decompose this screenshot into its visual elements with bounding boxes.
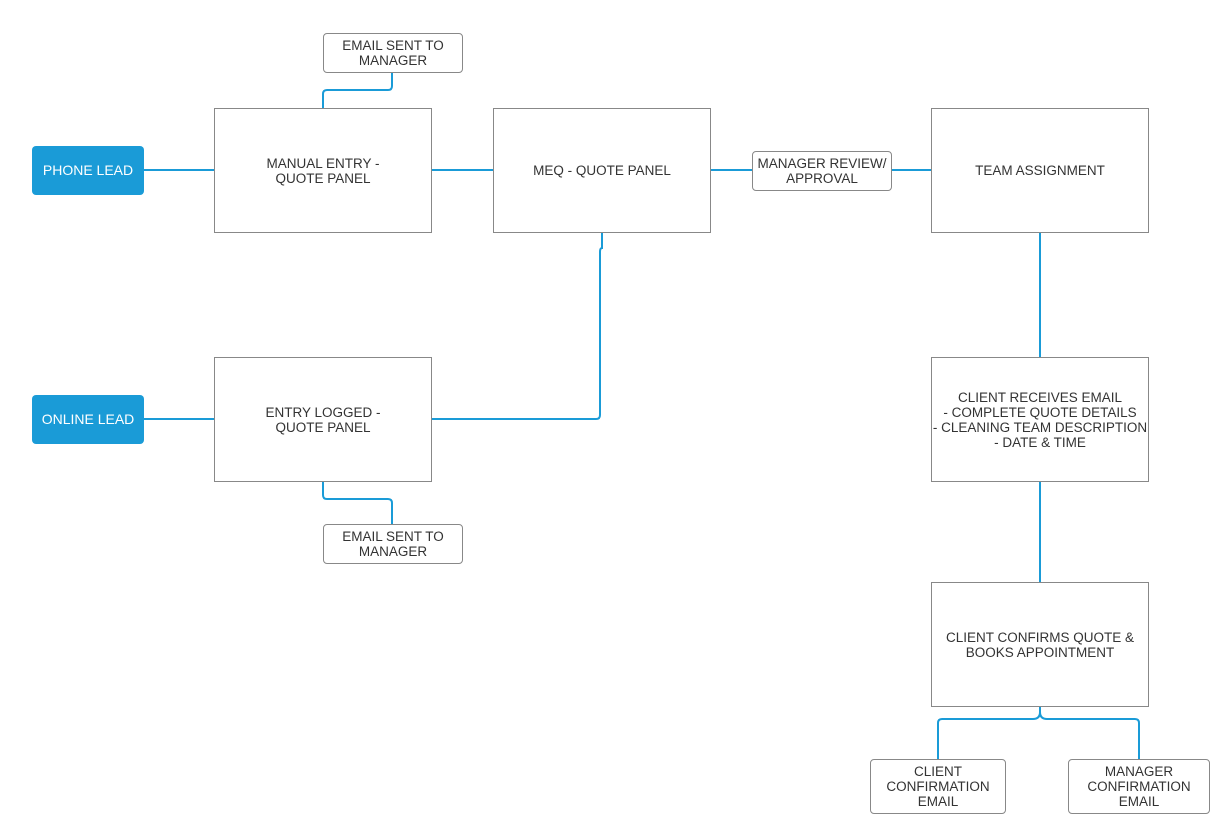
connector-entry-logged-to-email-bottom [322, 481, 393, 524]
online-lead-node[interactable]: ONLINE LEAD [32, 395, 144, 444]
connector-manual-to-email-top [322, 72, 393, 108]
client-confirmation-email-node[interactable]: CLIENT CONFIRMATION EMAIL [870, 759, 1006, 814]
connector-confirms-to-client-email [937, 706, 1041, 759]
manager-review-approval-node[interactable]: MANAGER REVIEW/ APPROVAL [752, 151, 892, 191]
meq-quote-panel-node[interactable]: MEQ - QUOTE PANEL [493, 108, 711, 233]
connector-confirms-to-manager-email [1039, 706, 1140, 759]
phone-lead-node[interactable]: PHONE LEAD [32, 146, 144, 195]
email-sent-to-manager-bottom-node[interactable]: EMAIL SENT TO MANAGER [323, 524, 463, 564]
entry-logged-quote-panel-node[interactable]: ENTRY LOGGED - QUOTE PANEL [214, 357, 432, 482]
connector-entry-logged-to-meq [431, 232, 603, 420]
manager-confirmation-email-node[interactable]: MANAGER CONFIRMATION EMAIL [1068, 759, 1210, 814]
team-assignment-node[interactable]: TEAM ASSIGNMENT [931, 108, 1149, 233]
manual-entry-quote-panel-node[interactable]: MANUAL ENTRY - QUOTE PANEL [214, 108, 432, 233]
client-receives-email-node[interactable]: CLIENT RECEIVES EMAIL - COMPLETE QUOTE D… [931, 357, 1149, 482]
email-sent-to-manager-top-node[interactable]: EMAIL SENT TO MANAGER [323, 33, 463, 73]
client-confirms-quote-node[interactable]: CLIENT CONFIRMS QUOTE & BOOKS APPOINTMEN… [931, 582, 1149, 707]
